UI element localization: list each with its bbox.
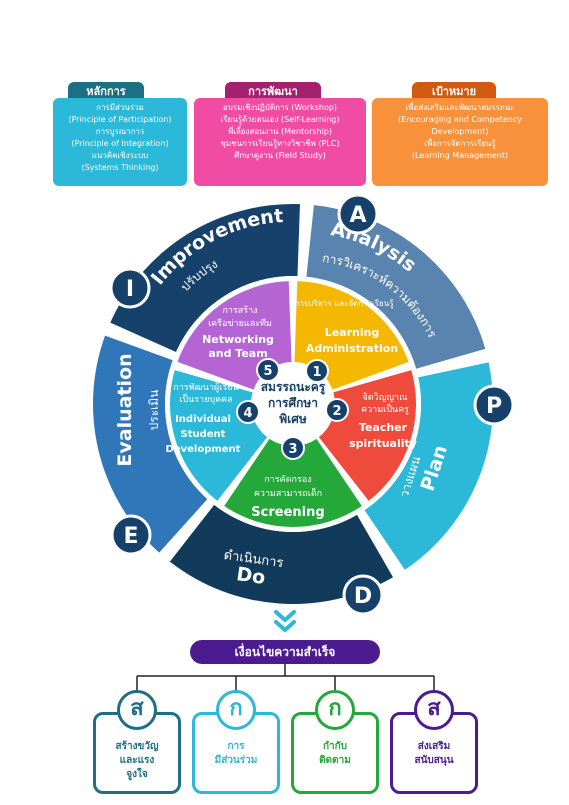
svg-text:พิเศษ: พิเศษ — [279, 412, 307, 426]
svg-text:D: D — [354, 584, 372, 609]
evaluation-title: Evaluation — [114, 353, 136, 466]
svg-text:A: A — [349, 203, 366, 228]
development-tab: การพัฒนา — [225, 82, 321, 102]
svg-text:I: I — [126, 277, 134, 302]
svg-text:5: 5 — [263, 364, 272, 379]
principle-tab: หลักการ — [68, 82, 144, 102]
letter-e-badge: E — [110, 514, 152, 556]
analysis-segment — [306, 205, 486, 369]
plan-segment — [364, 362, 493, 570]
goal-line: (Learning Management) — [411, 151, 509, 160]
svg-text:ความเป็นครู: ความเป็นครู — [361, 402, 409, 415]
do-title: Do — [235, 563, 267, 589]
segment-1-label: การบริหาร และจัดการเรียนรู้ Learning Adm… — [295, 299, 399, 355]
svg-text:3: 3 — [288, 442, 297, 457]
goal-box: เพื่อส่งเสริมและพัฒนาสมรรถนะ (Encouragin… — [372, 98, 548, 186]
svg-text:การสร้าง: การสร้าง — [222, 305, 257, 316]
goal-line: Development) — [431, 127, 489, 136]
letter-a-badge: A — [337, 193, 379, 235]
svg-text:การพัฒนาผู้เรียน: การพัฒนาผู้เรียน — [173, 382, 238, 393]
svg-text:Teacher: Teacher — [359, 421, 408, 434]
svg-text:Individual: Individual — [175, 414, 231, 425]
condition-text-support: ส่งเสริมสนับสนุน — [414, 741, 454, 766]
segment-3-label: การคัดกรอง ความสามารถเด็ก Screening — [251, 475, 324, 520]
evaluation-subtitle: ประเมิน — [147, 390, 161, 431]
goal-line: เพื่อการจัดการเรียนรู้ — [424, 139, 496, 148]
svg-text:Administration: Administration — [306, 342, 398, 355]
development-line: เรียนรู้ด้วยตนเอง (Self-Learning) — [220, 115, 340, 124]
down-chevron-icon — [274, 610, 296, 632]
svg-text:P: P — [486, 394, 502, 419]
development-line: ชุมชนการเรียนรู้ทางวิชาชีพ (PLC) — [220, 139, 340, 148]
evaluation-segment — [93, 335, 208, 553]
svg-text:การศึกษา: การศึกษา — [268, 396, 318, 410]
segment-4-label: การพัฒนาผู้เรียน เป็นรายบุคคล Individual… — [166, 382, 241, 455]
svg-text:Learning: Learning — [325, 326, 380, 339]
principle-line: การมีส่วนร่วม — [96, 103, 144, 112]
cycle-wheel: Analysis การวิเคราะห์ความต้องการ Improve… — [93, 193, 515, 632]
principle-box: การมีส่วนร่วม (Principle of Participatio… — [53, 98, 187, 186]
condition-text-participation: การมีส่วนร่วม — [214, 741, 258, 766]
condition-letter-support: ส — [414, 690, 454, 730]
svg-text:4: 4 — [243, 406, 252, 421]
svg-text:Development: Development — [166, 444, 241, 455]
letter-d-badge: D — [342, 574, 384, 616]
letter-p-badge: P — [473, 384, 515, 426]
svg-text:1: 1 — [312, 365, 321, 380]
svg-text:จิตวิญญาณ: จิตวิญญาณ — [363, 392, 408, 403]
development-line: อบรมเชิงปฏิบัติการ (Workshop) — [222, 103, 338, 112]
principle-line: การบูรณาการ — [95, 127, 145, 136]
svg-text:Networking: Networking — [202, 333, 274, 346]
condition-letter-monitoring: ก — [315, 690, 355, 730]
number-1-badge: 1 — [305, 359, 329, 383]
condition-letter-morale: ส — [117, 690, 157, 730]
development-box: อบรมเชิงปฏิบัติการ (Workshop) เรียนรู้ด้… — [194, 98, 366, 186]
svg-text:การคัดกรอง: การคัดกรอง — [264, 475, 311, 485]
do-segment — [169, 504, 393, 604]
segment-screening — [224, 438, 362, 527]
svg-text:Student: Student — [181, 429, 226, 440]
center-title: สมรรถนะครู การศึกษา พิเศษ — [261, 380, 326, 426]
svg-text:ความสามารถเด็ก: ความสามารถเด็ก — [254, 486, 322, 499]
svg-text:Screening: Screening — [251, 505, 324, 520]
svg-text:and Team: and Team — [208, 347, 267, 360]
condition-text-monitoring: กำกับติดตาม — [319, 741, 351, 766]
goal-line: เพื่อส่งเสริมและพัฒนาสมรรถนะ — [405, 103, 515, 112]
number-3-badge: 3 — [281, 436, 305, 460]
number-4-badge: 4 — [236, 400, 260, 424]
svg-text:สมรรถนะครู: สมรรถนะครู — [261, 380, 326, 395]
number-2-badge: 2 — [325, 398, 349, 422]
principle-line: (Principle of Integration) — [71, 139, 169, 148]
letter-i-badge: I — [109, 267, 151, 309]
principle-line: แนวคิดเชิงระบบ — [91, 151, 149, 160]
svg-text:2: 2 — [332, 404, 341, 419]
svg-text:E: E — [123, 524, 138, 549]
segment-2-label: จิตวิญญาณ ความเป็นครู Teacher spirituali… — [349, 392, 417, 450]
condition-letter-participation: ก — [216, 690, 256, 730]
svg-text:เป็นรายบุคคล: เป็นรายบุคคล — [179, 392, 232, 405]
development-line: ศึกษาดูงาน (Field Study) — [234, 151, 326, 160]
number-5-badge: 5 — [256, 358, 280, 382]
principle-line: (Principle of Participation) — [68, 115, 172, 124]
svg-text:เครือข่ายและทีม: เครือข่ายและทีม — [208, 318, 272, 329]
success-conditions-title: เงื่อนไขความสำเร็จ — [190, 640, 380, 664]
segment-5-label: การสร้าง เครือข่ายและทีม Networking and … — [202, 305, 274, 360]
center-circle — [253, 364, 333, 444]
svg-text:spirituality: spirituality — [349, 437, 417, 450]
principle-line: (Systems Thinking) — [81, 163, 159, 172]
improvement-segment — [110, 204, 300, 352]
development-line: พี่เลี้ยงสอนงาน (Mentorship) — [227, 127, 333, 136]
condition-text-morale: สร้างขวัญและแรงจูงใจ — [115, 741, 159, 780]
svg-text:การบริหาร และจัดการเรียนรู้: การบริหาร และจัดการเรียนรู้ — [295, 299, 395, 309]
goal-line: (Encouraging and Competency — [398, 115, 522, 124]
goal-tab: เป้าหมาย — [412, 82, 496, 102]
